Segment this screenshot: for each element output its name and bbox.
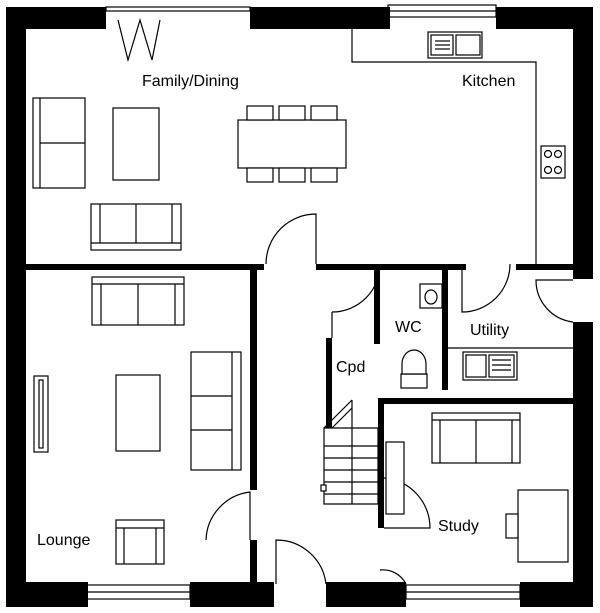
stairs [320, 399, 379, 505]
outer-walls [6, 7, 593, 607]
room-label-kitchen: Kitchen [462, 73, 515, 90]
kitchen-units [351, 26, 566, 264]
room-label-cpd: Cpd [336, 359, 365, 376]
lounge-furniture [33, 276, 242, 565]
doors [117, 17, 574, 585]
room-label-family-dining: Family/Dining [142, 73, 239, 90]
room-label-lounge: Lounge [37, 532, 90, 549]
windows [85, 4, 521, 600]
utility-fixtures [448, 347, 573, 381]
family-dining-furniture [32, 97, 347, 251]
wc-fixtures [400, 283, 443, 389]
room-label-wc: WC [395, 319, 422, 336]
room-label-study: Study [438, 518, 479, 535]
inner-walls [26, 264, 573, 584]
room-label-utility: Utility [470, 322, 509, 339]
study-furniture [385, 412, 569, 563]
